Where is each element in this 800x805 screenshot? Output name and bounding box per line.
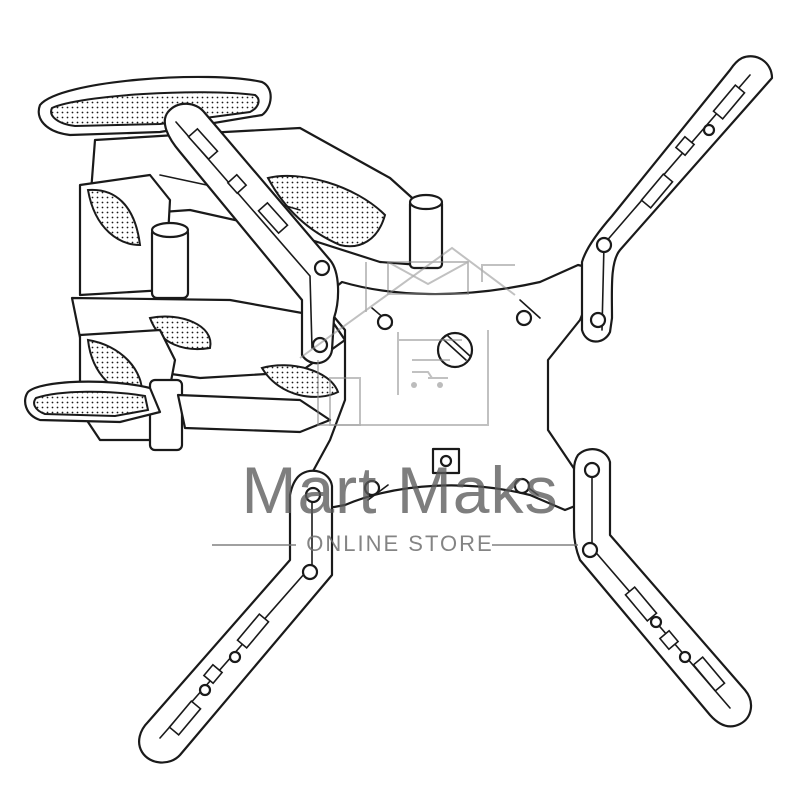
vesa-arm-bottom-right — [572, 448, 753, 728]
top-arm-pad — [37, 75, 272, 137]
vesa-arm-bottom-left — [138, 469, 334, 764]
vesa-arm-top-left — [163, 102, 340, 365]
watermark-brand: Mart Maks — [241, 453, 559, 527]
lower-arm — [24, 328, 332, 452]
watermark-tagline: ONLINE STORE — [306, 531, 494, 556]
vesa-arm-top-right — [580, 55, 774, 343]
pivot-column — [408, 193, 444, 270]
store-house-icon — [299, 246, 516, 426]
watermark-rule-right — [492, 544, 578, 546]
watermark-rule-left — [212, 544, 296, 546]
